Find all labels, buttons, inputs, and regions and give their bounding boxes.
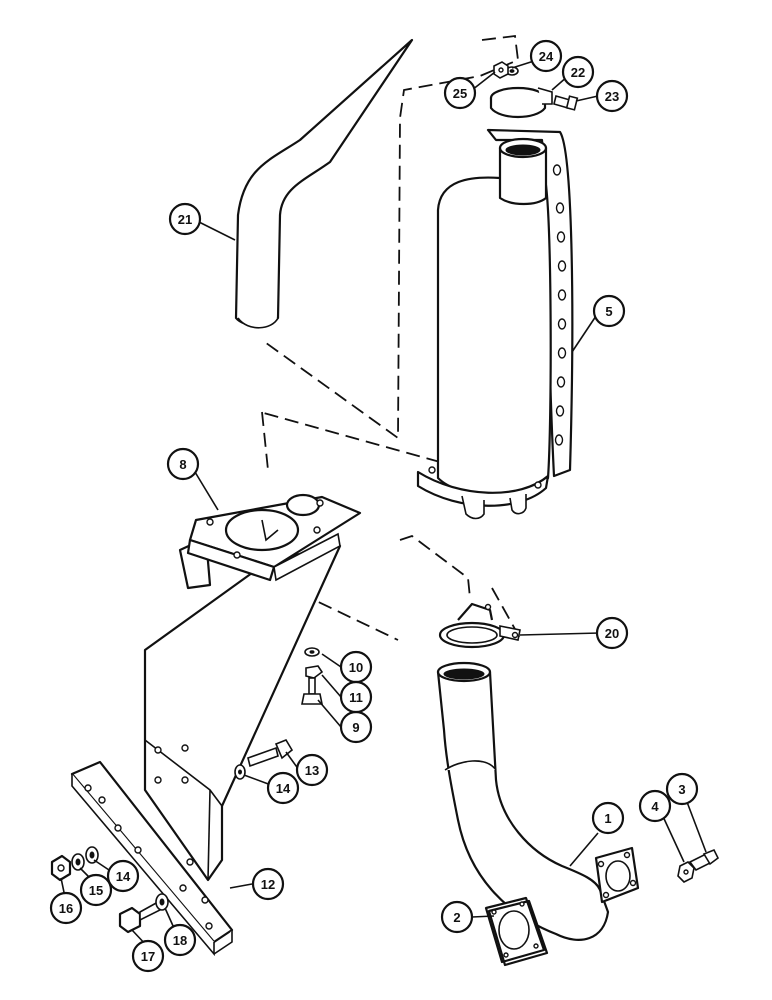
mounting-plate xyxy=(70,760,234,957)
support-bracket xyxy=(143,493,362,882)
callout-18: 18 xyxy=(163,923,197,957)
svg-text:3: 3 xyxy=(678,782,685,797)
callout-12: 12 xyxy=(251,867,285,901)
callout-5: 5 xyxy=(592,294,626,328)
callout-14-lower: 14 xyxy=(106,859,140,893)
svg-text:10: 10 xyxy=(349,660,363,675)
lower-clamp xyxy=(438,602,521,649)
callout-13: 13 xyxy=(295,753,329,787)
svg-text:9: 9 xyxy=(352,720,359,735)
svg-text:5: 5 xyxy=(605,304,612,319)
svg-text:20: 20 xyxy=(605,626,619,641)
bracket-hardware xyxy=(301,647,324,705)
svg-text:4: 4 xyxy=(651,799,659,814)
svg-text:2: 2 xyxy=(453,910,460,925)
callout-9: 9 xyxy=(339,710,373,744)
callout-2: 2 xyxy=(440,900,474,934)
muffler xyxy=(416,128,574,520)
callout-22: 22 xyxy=(561,55,595,89)
callout-21: 21 xyxy=(168,202,202,236)
flange-bolt-nut xyxy=(677,848,720,883)
heat-shield-holes xyxy=(552,164,567,446)
stack-pipe xyxy=(234,38,414,329)
callout-14-upper: 14 xyxy=(266,771,300,805)
callout-3: 3 xyxy=(665,772,699,806)
svg-text:8: 8 xyxy=(179,457,186,472)
svg-text:14: 14 xyxy=(276,781,291,796)
callout-23: 23 xyxy=(595,79,629,113)
svg-text:15: 15 xyxy=(89,883,103,898)
callout-4: 4 xyxy=(638,789,672,823)
svg-text:21: 21 xyxy=(178,212,192,227)
callout-15: 15 xyxy=(79,873,113,907)
callout-11: 11 xyxy=(339,680,373,714)
callout-17: 17 xyxy=(131,939,165,973)
svg-text:14: 14 xyxy=(116,869,131,884)
callout-10: 10 xyxy=(339,650,373,684)
svg-text:13: 13 xyxy=(305,763,319,778)
callout-24: 24 xyxy=(529,39,563,73)
svg-text:23: 23 xyxy=(605,89,619,104)
top-clamp-hardware xyxy=(489,61,579,118)
gasket xyxy=(484,896,549,967)
lower-hardware xyxy=(50,846,169,934)
svg-text:1: 1 xyxy=(604,811,611,826)
svg-text:12: 12 xyxy=(261,877,275,892)
callout-8: 8 xyxy=(166,447,200,481)
callout-16: 16 xyxy=(49,891,83,925)
callouts: 1 2 3 4 5 8 9 10 11 12 13 14 14 15 16 17… xyxy=(49,39,699,973)
svg-text:24: 24 xyxy=(539,49,554,64)
svg-text:18: 18 xyxy=(173,933,187,948)
svg-text:16: 16 xyxy=(59,901,73,916)
svg-text:11: 11 xyxy=(349,690,363,705)
svg-text:25: 25 xyxy=(453,86,467,101)
callout-1: 1 xyxy=(591,801,625,835)
callout-25: 25 xyxy=(443,76,477,110)
svg-text:22: 22 xyxy=(571,65,585,80)
callout-20: 20 xyxy=(595,616,629,650)
bolt-13-washer-14 xyxy=(234,739,294,780)
leader-lines xyxy=(60,60,707,948)
svg-text:17: 17 xyxy=(141,949,155,964)
exhaust-elbow-pipe xyxy=(436,661,640,941)
